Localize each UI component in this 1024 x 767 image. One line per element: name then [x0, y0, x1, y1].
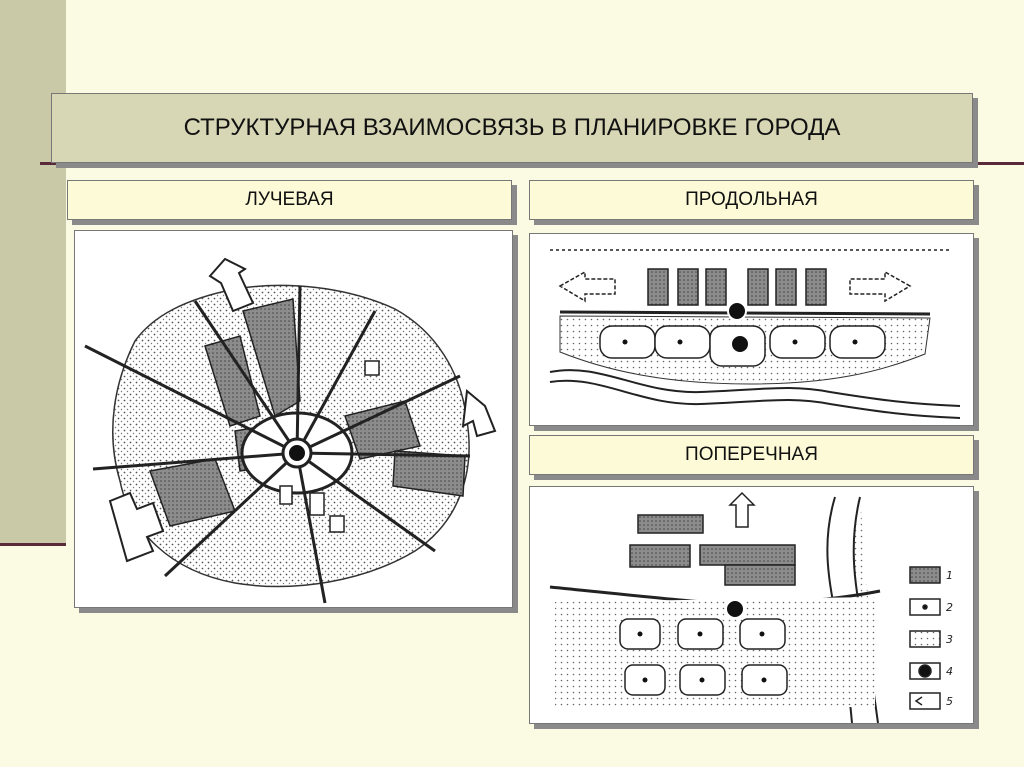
longitudinal-label: ПРОДОЛЬНАЯ: [529, 180, 974, 220]
growth-arrow: [728, 491, 756, 528]
transverse-plan-panel: 1 2 3 4 5: [529, 486, 974, 724]
side-rule: [0, 543, 66, 546]
growth-arrow: [461, 389, 497, 438]
legend-label: 5: [946, 695, 953, 708]
radial-label: ЛУЧЕВАЯ: [67, 180, 512, 220]
radial-plan-panel: [74, 230, 513, 608]
growth-arrow-right: [849, 270, 912, 303]
transverse-plan-diagram: 1 2 3 4 5: [549, 491, 953, 723]
side-band: [0, 0, 66, 546]
title-rule: [40, 162, 1024, 165]
district: [242, 298, 301, 418]
radial-plan-diagram: [84, 257, 497, 604]
legend-label: 3: [946, 633, 953, 646]
legend-label: 2: [946, 601, 953, 614]
radial-roads: [84, 285, 471, 604]
legend-label: 1: [946, 569, 953, 582]
river: [549, 369, 961, 407]
legend-label: 4: [946, 665, 953, 678]
longitudinal-plan-panel: [529, 233, 974, 426]
growth-arrow-left: [558, 270, 616, 303]
district: [344, 400, 421, 460]
district: [204, 335, 261, 427]
slide-title: СТРУКТУРНАЯ ВЗАИМОСВЯЗЬ В ПЛАНИРОВКЕ ГОР…: [51, 93, 973, 163]
legend: [909, 566, 941, 710]
transverse-label: ПОПЕРЕЧНАЯ: [529, 435, 974, 475]
city-center: [730, 334, 750, 354]
growth-arrow: [108, 491, 165, 563]
growth-arrow: [208, 257, 255, 313]
city-center: [727, 301, 747, 321]
city-center: [725, 599, 745, 619]
longitudinal-plan-diagram: [549, 249, 961, 419]
